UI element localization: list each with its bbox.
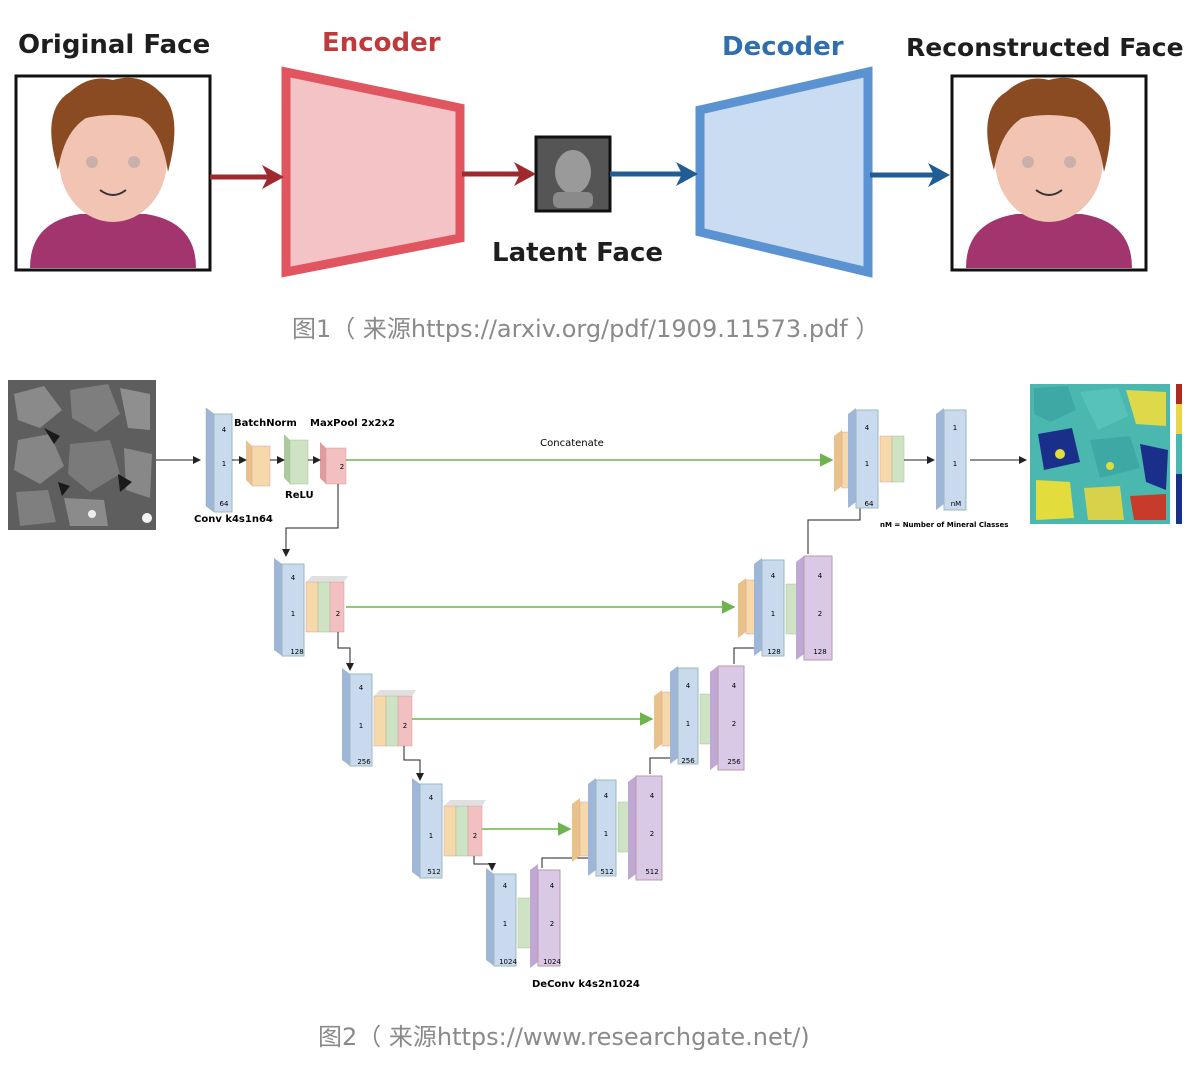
concatenate-label: Concatenate <box>540 438 604 449</box>
dec512-deconv-channels: 512 <box>645 868 658 876</box>
encoder-output-arrow <box>462 162 536 186</box>
dec128-mid: 1 <box>771 610 775 618</box>
reconstructed-face-image <box>950 74 1148 272</box>
relu-label: ReLU <box>285 490 314 501</box>
encoder-level-3 <box>342 668 416 767</box>
nm-legend-label: nM = Number of Mineral Classes <box>880 521 1008 529</box>
unet-diagram: 4 1 64 2 BatchNorm MaxPool 2x2x2 ReLU Co… <box>8 380 1182 990</box>
out-final-mid: 1 <box>953 460 957 468</box>
latent-face-image <box>534 135 612 213</box>
enc3-channels: 256 <box>357 758 371 766</box>
original-face-image <box>14 74 212 272</box>
dec512-deconv-mid: 2 <box>650 830 654 838</box>
figure1-caption: 图1（ 来源https://arxiv.org/pdf/1909.11573.p… <box>292 315 880 343</box>
encoder-level-1 <box>205 407 347 513</box>
dec512-channels: 512 <box>600 868 613 876</box>
dec256-deconv-top: 4 <box>732 682 737 690</box>
dec512-top: 4 <box>604 792 609 800</box>
out-final-channels: nM <box>951 500 961 508</box>
dec256-top: 4 <box>686 682 691 690</box>
dec512-mid: 1 <box>604 830 608 838</box>
enc2-channels: 128 <box>290 648 303 656</box>
batchnorm-label: BatchNorm <box>234 418 297 429</box>
dec128-deconv-channels: 128 <box>813 648 826 656</box>
enc2-mid: 1 <box>291 610 295 618</box>
out-stage-mid: 1 <box>865 460 869 468</box>
decoder-block <box>695 66 873 278</box>
output-stage <box>834 408 967 511</box>
enc2-pool: 2 <box>336 610 340 618</box>
dec128-top: 4 <box>771 572 776 580</box>
encoder-level-4 <box>412 778 486 879</box>
enc1-top: 4 <box>222 426 227 434</box>
dec256-channels: 256 <box>681 757 695 765</box>
out-stage-channels: 64 <box>865 500 874 508</box>
out-final-top: 1 <box>953 424 957 432</box>
encoder-input-arrow <box>210 165 284 189</box>
enc4-mid: 1 <box>429 832 433 840</box>
original-face-title: Original Face <box>18 30 211 60</box>
decoder-level-128 <box>738 555 833 661</box>
enc3-pool: 2 <box>403 722 407 730</box>
input-rock-image <box>8 380 156 530</box>
enc3-mid: 1 <box>359 722 363 730</box>
enc1-mid: 1 <box>222 460 226 468</box>
bottleneck-channels: 1024 <box>499 958 517 966</box>
enc3-top: 4 <box>359 684 364 692</box>
bottleneck-deconv-channels: 1024 <box>543 958 561 966</box>
bottleneck-top: 4 <box>503 882 508 890</box>
encoder-level-2 <box>274 558 348 657</box>
enc2-top: 4 <box>291 574 296 582</box>
maxpool-label: MaxPool 2x2x2 <box>310 418 395 429</box>
deconv-label: DeConv k4s2n1024 <box>532 979 640 990</box>
decoder-level-256 <box>654 665 745 771</box>
bottleneck-deconv-top: 4 <box>550 882 555 890</box>
enc4-top: 4 <box>429 794 434 802</box>
dec128-deconv-mid: 2 <box>818 610 822 618</box>
enc4-channels: 512 <box>427 868 440 876</box>
enc1-channels: 64 <box>220 500 229 508</box>
dec256-mid: 1 <box>686 720 690 728</box>
bottleneck-mid: 1 <box>503 920 507 928</box>
bottleneck <box>486 864 561 968</box>
dec512-deconv-top: 4 <box>650 792 655 800</box>
encoder-title: Encoder <box>322 28 441 58</box>
dec256-deconv-channels: 256 <box>727 758 741 766</box>
autoencoder-diagram <box>14 66 1148 278</box>
out-stage-top: 4 <box>865 424 870 432</box>
latent-face-label: Latent Face <box>492 238 663 268</box>
decoder-level-512 <box>572 775 663 881</box>
dec128-channels: 128 <box>767 648 780 656</box>
dec256-deconv-mid: 2 <box>732 720 736 728</box>
enc1-pool: 2 <box>340 463 344 471</box>
decoder-title: Decoder <box>722 32 844 62</box>
decoder-input-arrow <box>610 162 698 186</box>
enc4-pool: 2 <box>473 832 477 840</box>
figure2-caption: 图2（ 来源https://www.researchgate.net/) <box>318 1023 810 1051</box>
dec128-deconv-top: 4 <box>818 572 823 580</box>
bottleneck-deconv-mid: 2 <box>550 920 554 928</box>
output-segmentation-map <box>1030 384 1182 524</box>
encoder-block <box>281 66 465 278</box>
decoder-output-arrow <box>870 163 950 187</box>
reconstructed-face-title: Reconstructed Face <box>906 33 1184 62</box>
conv-label: Conv k4s1n64 <box>194 514 273 525</box>
